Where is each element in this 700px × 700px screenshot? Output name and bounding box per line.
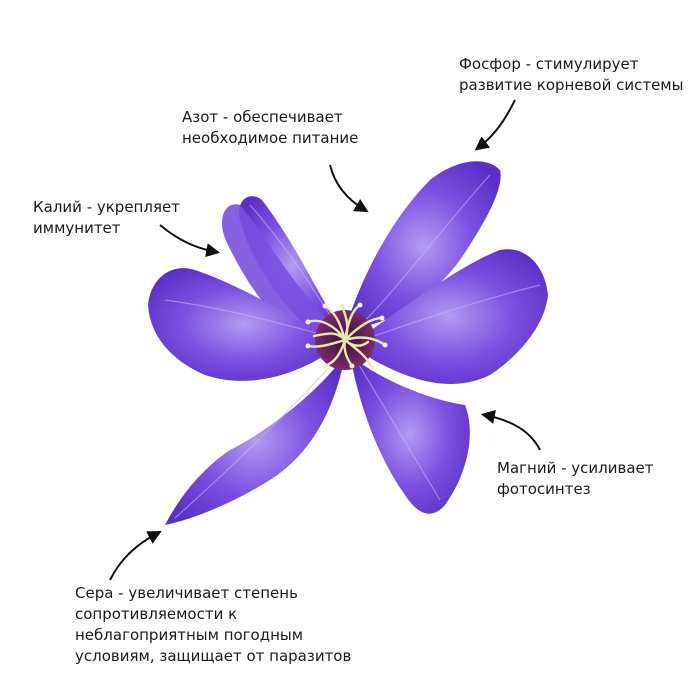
petal-lower-left [165,355,345,525]
petal-left [148,268,340,381]
label-potassium: Калий - укрепляет иммунитет [33,197,180,239]
label-sulfur-line1: Сера - увеличивает степень [75,584,298,602]
petal-lower-right [350,355,470,514]
label-magnesium-line1: Магний - усиливает [497,459,654,477]
label-potassium-line1: Калий - укрепляет [33,198,180,216]
label-sulfur-line2: сопротивляемости к [75,605,238,623]
petal-upper-right [345,161,501,330]
arrow-sulfur [109,531,162,581]
label-sulfur-line3: неблагоприятным погодным [75,626,304,644]
arrow-phosphorus [474,99,516,151]
petal-upper-left-wide [221,204,345,345]
stamens [306,303,387,370]
label-sulfur: Сера - увеличивает степень сопротивляемо… [75,583,351,667]
label-magnesium: Магний - усиливает фотосинтез [497,458,653,500]
arrow-potassium [159,224,221,258]
arrows [109,99,541,581]
label-nitrogen-line2: необходимое питание [182,129,359,147]
petal-upper-left [239,196,345,337]
arrow-magnesium [480,410,541,451]
label-potassium-line2: иммунитет [33,219,121,237]
stamen-tips [305,302,388,371]
label-phosphorus: Фосфор - стимулирует развитие корневой с… [459,54,683,96]
label-sulfur-line4: условиям, защищает от паразитов [75,647,352,665]
petal-right [350,249,548,384]
label-nitrogen: Азот - обеспечивает необходимое питание [182,107,358,149]
label-phosphorus-line1: Фосфор - стимулирует [459,55,639,73]
label-nitrogen-line1: Азот - обеспечивает [182,108,343,126]
label-phosphorus-line2: развитие корневой системы [459,76,684,94]
label-magnesium-line2: фотосинтез [497,480,591,498]
arrow-nitrogen [329,164,369,213]
